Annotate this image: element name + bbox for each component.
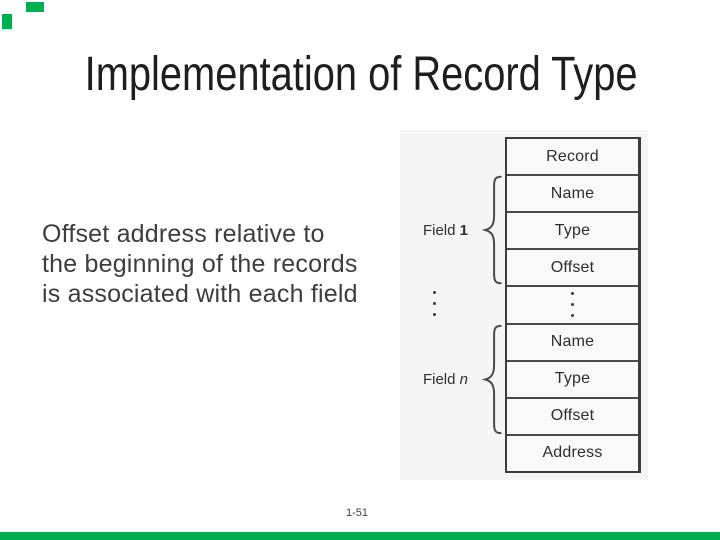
field-n-label: Field n <box>406 371 468 388</box>
table-cell-label: Name <box>550 333 595 351</box>
table-row: Type <box>507 359 638 397</box>
green-accent-left-square <box>2 14 12 29</box>
body-line: the beginning of the records <box>42 250 358 278</box>
vertical-ellipsis-icon <box>433 287 436 320</box>
table-cell-label: Name <box>550 184 595 202</box>
table-row: Record <box>507 139 638 174</box>
field-label-prefix: Field <box>422 222 460 239</box>
slide-title-text: Implementation of Record Type <box>84 48 638 101</box>
table-cell-label: Offset <box>550 407 595 425</box>
field-n-brace-icon <box>482 323 504 436</box>
vertical-ellipsis-icon <box>571 288 574 321</box>
table-cell-label: Type <box>554 370 591 388</box>
table-cell-label: Address <box>542 444 603 462</box>
table-row: Name <box>507 322 638 360</box>
field-1-brace-icon <box>482 174 504 286</box>
slide-title: Implementation of Record Type <box>11 50 711 100</box>
table-row <box>507 285 638 322</box>
table-row: Offset <box>507 396 638 434</box>
page-number: 1-51 <box>345 507 369 519</box>
field-label-suffix: 1 <box>459 222 468 239</box>
table-cell-label: Record <box>546 147 599 165</box>
green-accent-bottom-bar <box>0 532 720 540</box>
green-accent-top-square <box>26 2 44 12</box>
field-label-prefix: Field <box>422 371 460 388</box>
field-1-label: Field 1 <box>406 222 468 239</box>
table-row: Address <box>507 433 638 471</box>
slide-body-text: Offset address relative to the beginning… <box>42 219 358 309</box>
table-cell-label: Offset <box>550 258 595 276</box>
table-row: Offset <box>507 248 638 285</box>
table-cell-label: Type <box>554 221 591 239</box>
body-line: Offset address relative to <box>42 220 325 248</box>
table-row: Type <box>507 211 638 248</box>
table-row: Name <box>507 174 638 211</box>
field-label-suffix: n <box>459 371 468 388</box>
body-line: is associated with each field <box>42 280 358 308</box>
